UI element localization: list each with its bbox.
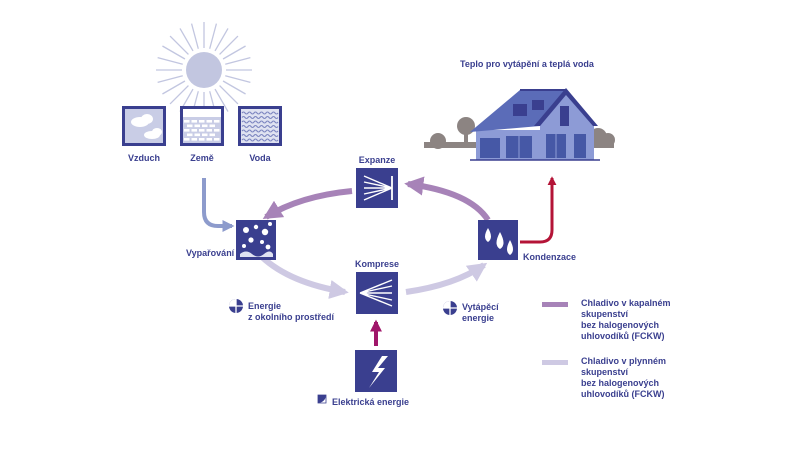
- source-tile-ground: [180, 106, 224, 146]
- evaporator-icon: [236, 220, 276, 260]
- electric-energy-icon: [317, 394, 327, 404]
- liquid-flow-arrow-expansion-to-evaporator: [262, 188, 353, 220]
- expansion-valve-icon: [356, 168, 398, 208]
- environment-energy-icon: [229, 299, 243, 313]
- electricity-icon: [355, 350, 397, 392]
- source-label-ground: Země: [190, 153, 214, 163]
- compressor-icon: [356, 272, 398, 314]
- house-icon: [470, 88, 600, 161]
- stage-label-expansion: Expanze: [358, 155, 396, 165]
- stage-label-evaporation: Vypařování: [186, 248, 235, 258]
- house-title: Teplo pro vytápění a teplá voda: [460, 59, 594, 69]
- legend-liquid-swatch: [542, 302, 568, 307]
- sun-icon: [156, 22, 252, 118]
- source-label-water: Voda: [249, 153, 271, 163]
- heat-flow-arrow: [520, 176, 557, 244]
- environment-flow-arrow: [202, 178, 235, 232]
- legend-label-gas: Chladivo v plynném skupenství bez haloge…: [581, 356, 667, 399]
- liquid-flow-arrow-condenser-to-expansion: [404, 176, 491, 222]
- stage-label-condensation: Kondenzace: [523, 252, 577, 262]
- condenser-icon: [478, 220, 518, 260]
- heating-energy-icon: [443, 301, 457, 315]
- energy-label-environment: Energie z okolního prostředí: [248, 301, 335, 322]
- stage-label-compression: Komprese: [354, 259, 400, 269]
- energy-label-heating: Vytápěcí energie: [462, 302, 499, 323]
- gas-flow-arrow-evaporator-to-compression: [259, 254, 349, 299]
- energy-label-electric: Elektrická energie: [332, 397, 410, 407]
- source-tile-air: [122, 106, 166, 146]
- legend-gas-swatch: [542, 360, 568, 365]
- legend-label-liquid: Chladivo v kapalném skupenství bez halog…: [581, 298, 671, 341]
- source-label-air: Vzduch: [127, 153, 161, 163]
- source-tile-water: [238, 106, 282, 146]
- gas-flow-arrow-compression-to-condenser: [405, 262, 488, 295]
